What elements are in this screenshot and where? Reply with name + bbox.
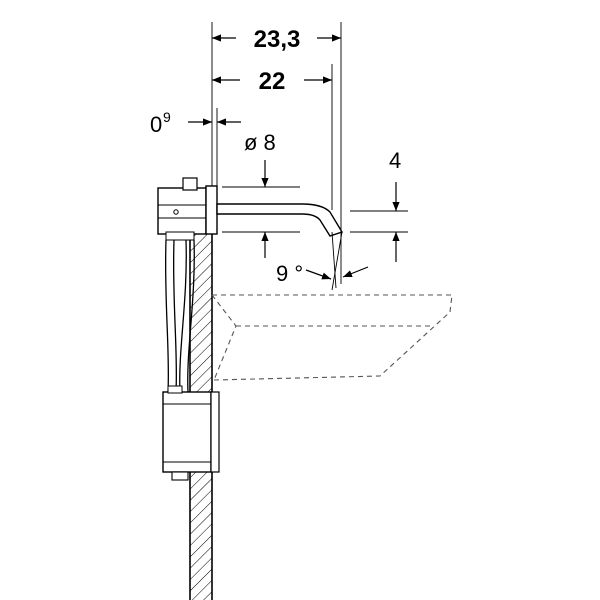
wall-offset-label: 0 [150, 112, 162, 137]
dimension-overall-projection: 23,3 [212, 22, 342, 284]
supply-hoses [164, 239, 195, 393]
spout [216, 203, 344, 237]
spout-projection-label: 22 [259, 68, 286, 95]
dimension-spout-height: 4 [350, 148, 408, 262]
dimension-wall-offset: 0 9 [150, 109, 241, 137]
spout-height-label: 4 [389, 148, 401, 173]
upper-box-cap [182, 177, 198, 191]
diameter-label: ø 8 [244, 130, 276, 155]
lower-box-connector [171, 471, 189, 481]
dimension-diameter: ø 8 [222, 130, 300, 258]
dimension-spout-projection: 22 [212, 64, 333, 210]
wall-offset-superscript: 9 [163, 109, 171, 125]
dimension-angle: 9 ° [276, 231, 369, 291]
upper-mounting-box [157, 177, 218, 241]
lower-control-box [162, 385, 220, 481]
overall-projection-label: 23,3 [254, 26, 301, 53]
angle-label: 9 ° [276, 261, 303, 286]
cover-plate [205, 185, 218, 235]
upper-box-body [157, 187, 207, 235]
lower-box-lid [210, 391, 220, 473]
fixing-screw [173, 209, 179, 215]
washbasin-outline [211, 294, 453, 381]
